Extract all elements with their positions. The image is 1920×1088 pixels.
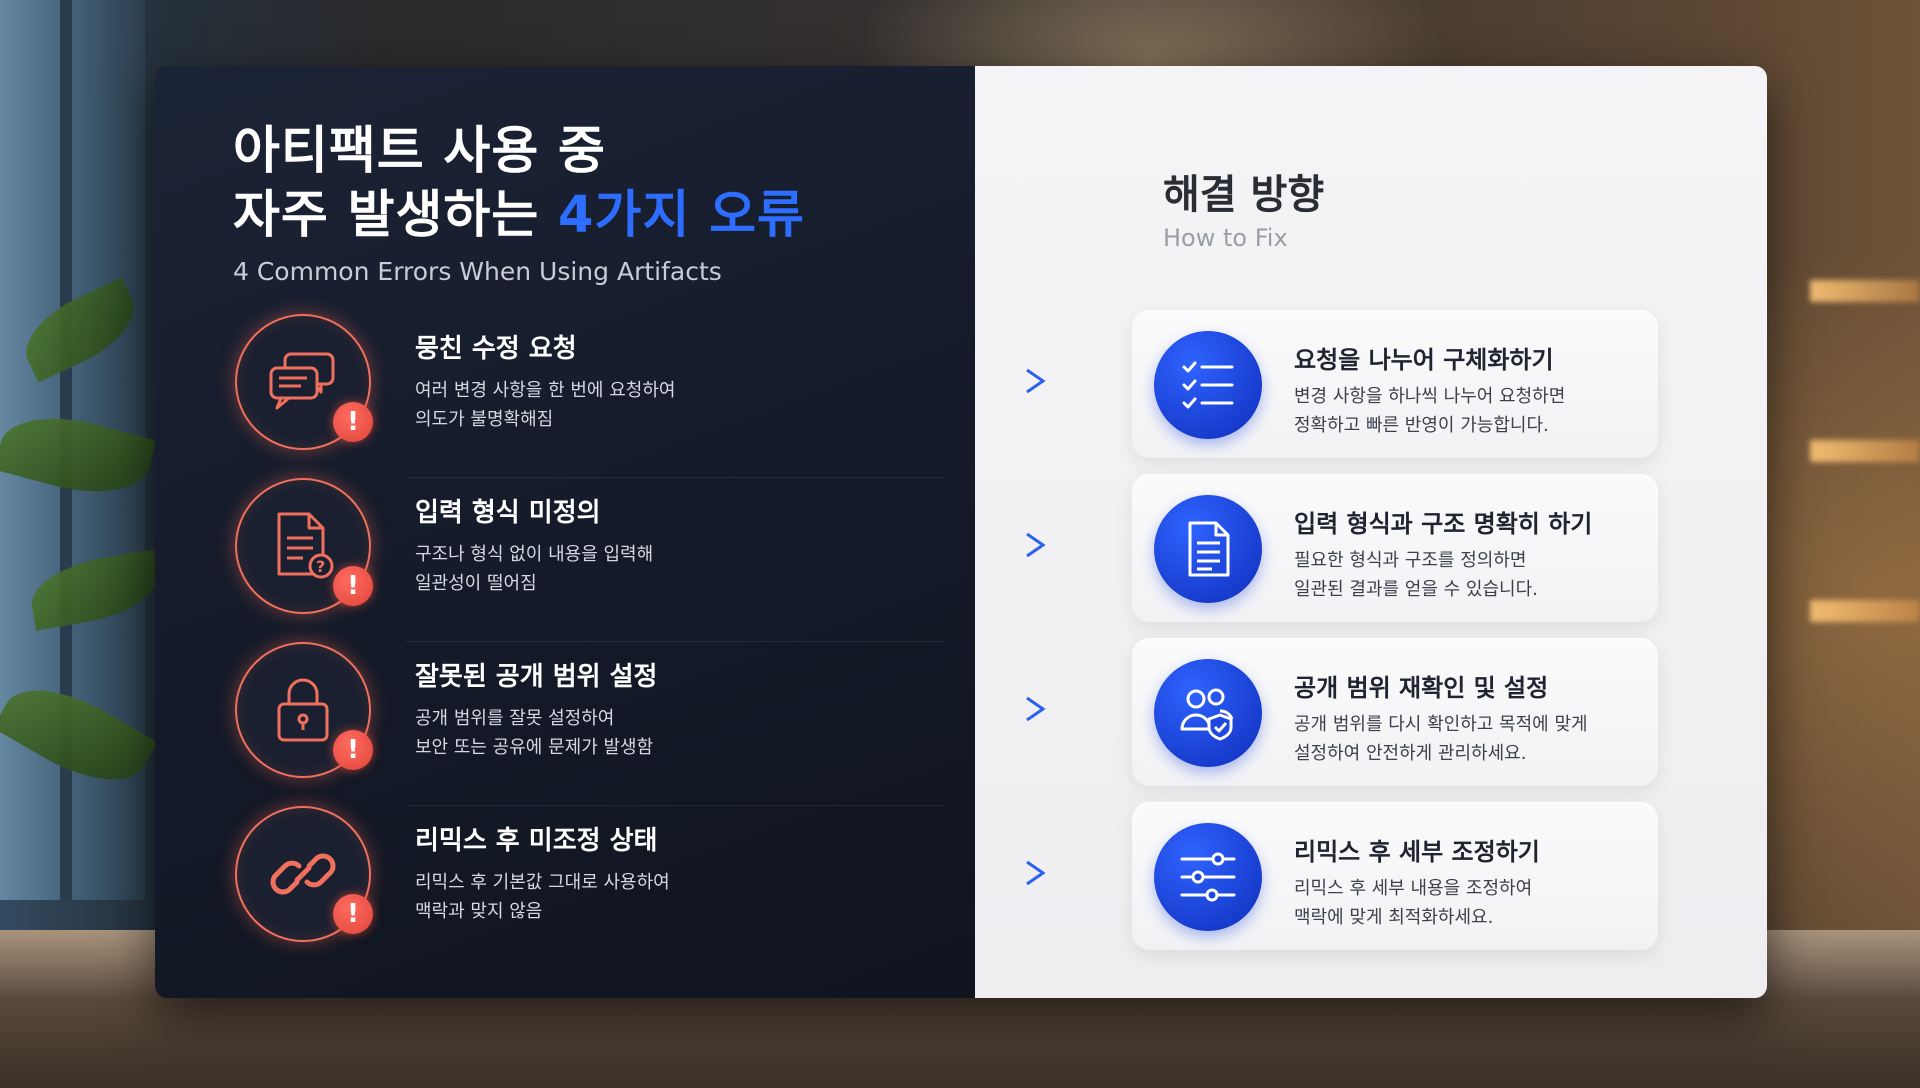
fix-description: 공개 범위를 다시 확인하고 목적에 맞게 설정하여 안전하게 관리하세요. [1294,710,1588,768]
shelf-light [1810,600,1920,622]
arrow-right-icon [757,368,1046,394]
page-subtitle: 4 Common Errors When Using Artifacts [233,257,722,286]
document-question-icon: ? [277,512,334,579]
error-title: 잘못된 공개 범위 설정 [415,662,658,692]
fix-desc-line1: 리믹스 후 세부 내용을 조정하여 [1294,878,1533,899]
fix-card-3: 공개 범위 재확인 및 설정 공개 범위를 다시 확인하고 목적에 맞게 설정하… [1132,638,1658,786]
error-desc-line1: 공개 범위를 잘못 설정하여 [415,708,615,729]
fix-section-title: 해결 방향 [1163,172,1325,218]
fix-desc-line2: 일관된 결과를 얻을 수 있습니다. [1294,579,1538,600]
error-row-3: ! 잘못된 공개 범위 설정 공개 범위를 잘못 설정하여 보안 또는 공유에 … [155,642,1046,806]
padlock-icon [277,678,329,742]
title-accent: 4가지 오류 [558,186,805,245]
row-divider [405,641,945,642]
error-icon-circle: ? [235,478,371,614]
error-icon-circle [235,806,371,942]
fix-description: 변경 사항을 하나씩 나누어 요청하면 정확하고 빠른 반영이 가능합니다. [1294,382,1565,440]
title-line1: 아티팩트 사용 중 [233,122,606,181]
fix-desc-line1: 변경 사항을 하나씩 나누어 요청하면 [1294,386,1566,407]
chat-bubbles-icon [269,352,335,410]
page-title: 아티팩트 사용 중 자주 발생하는 4가지 오류 [233,120,805,248]
error-title: 입력 형식 미정의 [415,498,601,528]
fix-desc-line2: 정확하고 빠른 반영이 가능합니다. [1294,415,1549,436]
error-desc-line1: 리믹스 후 기본값 그대로 사용하여 [415,872,670,893]
fix-icon-circle [1154,659,1262,767]
row-divider [405,477,945,478]
error-title: 뭉친 수정 요청 [415,334,577,364]
error-row-2: ? ! 입력 형식 미정의 구조나 형식 없이 내용을 입력해 일관성이 떨어짐 [155,478,1046,642]
fix-card-2: 입력 형식과 구조 명확히 하기 필요한 형식과 구조를 정의하면 일관된 결과… [1132,474,1658,622]
fix-desc-line1: 공개 범위를 다시 확인하고 목적에 맞게 [1294,714,1588,735]
fix-card-1: 요청을 나누어 구체화하기 변경 사항을 하나씩 나누어 요청하면 정확하고 빠… [1132,310,1658,458]
error-desc-line2: 맥락과 맞지 않음 [415,901,543,922]
row-divider [405,805,945,806]
fix-title: 공개 범위 재확인 및 설정 [1294,674,1549,702]
arrow-right-icon [757,696,1046,722]
warning-badge: ! [333,894,373,934]
shelf-light [1810,280,1920,302]
error-desc-line2: 의도가 불명확해짐 [415,409,554,430]
fix-desc-line2: 설정하여 안전하게 관리하세요. [1294,743,1527,764]
fix-description: 리믹스 후 세부 내용을 조정하여 맥락에 맞게 최적화하세요. [1294,874,1532,932]
fix-title: 리믹스 후 세부 조정하기 [1294,838,1540,866]
arrow-right-icon [757,860,1046,886]
fix-desc-line1: 필요한 형식과 구조를 정의하면 [1294,550,1527,571]
fix-icon-circle [1154,331,1262,439]
title-line2: 자주 발생하는 [233,186,559,245]
fix-desc-line2: 맥락에 맞게 최적화하세요. [1294,907,1494,928]
warning-badge: ! [333,402,373,442]
error-desc-line2: 일관성이 떨어짐 [415,573,537,594]
users-shield-icon [1180,688,1234,741]
fix-title: 요청을 나누어 구체화하기 [1294,346,1554,374]
svg-text:?: ? [316,557,325,576]
error-desc-line1: 구조나 형식 없이 내용을 입력해 [415,544,654,565]
fix-card-4: 리믹스 후 세부 조정하기 리믹스 후 세부 내용을 조정하여 맥락에 맞게 최… [1132,802,1658,950]
error-row-1: ! 뭉친 수정 요청 여러 변경 사항을 한 번에 요청하여 의도가 불명확해짐 [155,314,1046,478]
checklist-icon [1182,361,1234,409]
error-desc-line1: 여러 변경 사항을 한 번에 요청하여 [415,380,676,401]
error-description: 구조나 형식 없이 내용을 입력해 일관성이 떨어짐 [415,540,653,598]
error-description: 공개 범위를 잘못 설정하여 보안 또는 공유에 문제가 발생함 [415,704,653,762]
warning-badge: ! [333,730,373,770]
fix-icon-circle [1154,823,1262,931]
error-description: 리믹스 후 기본값 그대로 사용하여 맥락과 맞지 않음 [415,868,670,926]
fix-icon-circle [1154,495,1262,603]
warning-badge: ! [333,566,373,606]
error-title: 리믹스 후 미조정 상태 [415,826,658,856]
sliders-icon [1180,852,1236,902]
fix-section-subtitle: How to Fix [1163,224,1288,252]
document-icon [1188,521,1230,577]
fix-description: 필요한 형식과 구조를 정의하면 일관된 결과를 얻을 수 있습니다. [1294,546,1538,604]
error-desc-line2: 보안 또는 공유에 문제가 발생함 [415,737,654,758]
link-icon [270,853,336,895]
arrow-right-icon [757,532,1046,558]
shelf-light [1810,440,1920,462]
fix-title: 입력 형식과 구조 명확히 하기 [1294,510,1593,538]
error-row-4: ! 리믹스 후 미조정 상태 리믹스 후 기본값 그대로 사용하여 맥락과 맞지… [155,806,1046,970]
error-description: 여러 변경 사항을 한 번에 요청하여 의도가 불명확해짐 [415,376,675,434]
